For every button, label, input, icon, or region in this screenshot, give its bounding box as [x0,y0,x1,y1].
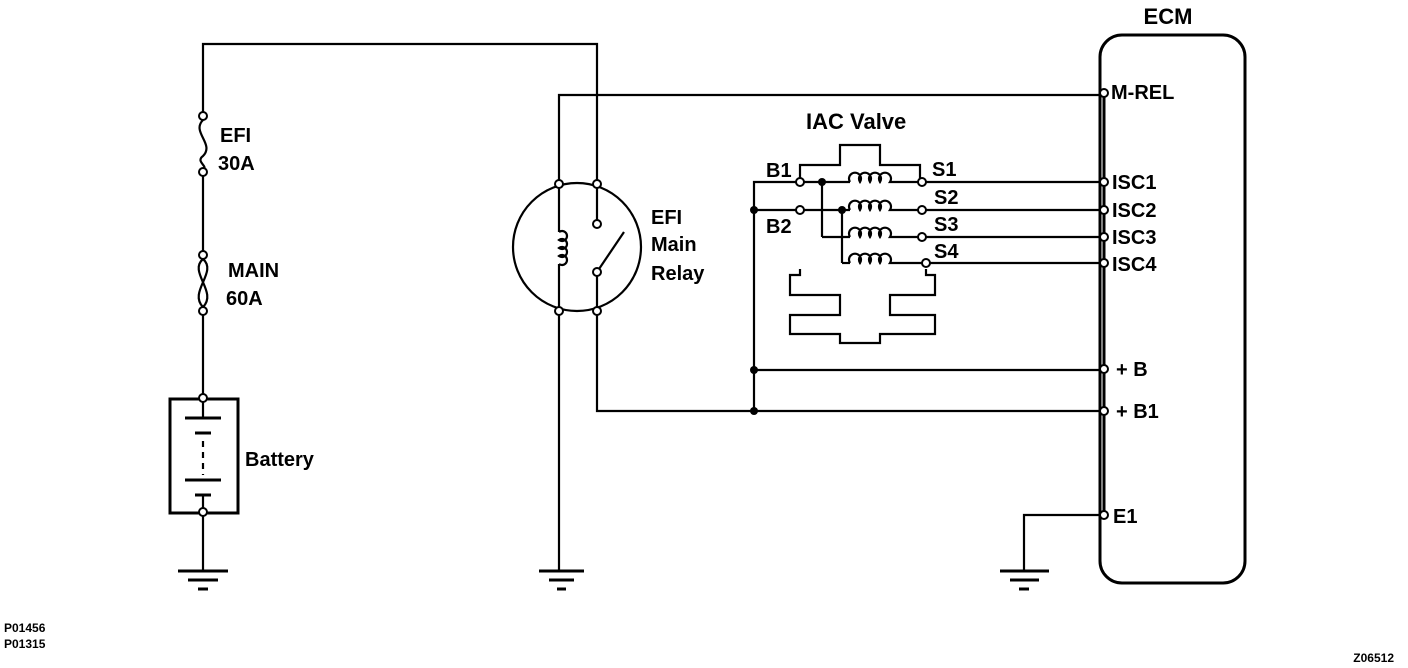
reference-code-left-1: P01456 [4,621,46,635]
relay-label-line1: EFI [651,207,682,229]
reference-code-left-2: P01315 [4,637,46,651]
ecm-terminal-isc4 [1099,258,1109,268]
wire-m-rel [557,93,1100,180]
iac-coil-4-icon [847,252,922,265]
supply-wire [201,42,599,183]
iac-terminal-s4 [921,258,931,268]
relay-switch-contact [592,219,602,229]
iac-housing-top [798,143,922,178]
efi-fuse-terminal-bottom [198,167,208,177]
iac-terminal-s1 [917,177,927,187]
iac-housing-bottom [788,269,937,345]
relay-coil-icon [557,229,569,267]
ecm-terminal-isc1 [1099,177,1109,187]
iac-terminal-b2 [795,205,805,215]
ecm-title: ECM [1144,4,1193,29]
relay-terminal-4 [592,306,602,316]
ecm-pin-plus-b1-label: + B1 [1116,401,1159,423]
e1-ground-circuit [1000,510,1109,591]
iac-coil-2-icon [847,199,920,212]
iac-terminal-s2 [917,205,927,215]
supply-circuit: EFI 30A MAIN 60A Battery [168,42,599,591]
iac-coil-3-icon [847,226,920,239]
ecm-terminal-plus-b1 [1099,406,1109,416]
relay-label-line3: Relay [651,263,705,285]
battery-label: Battery [245,449,315,471]
iac-coil-1-icon [847,171,920,184]
efi-fuse-symbol [198,119,208,171]
relay-terminal-3 [554,306,564,316]
iac-terminal-b1 [795,177,805,187]
ecm-pin-isc4-label: ISC4 [1112,254,1157,276]
main-fuse-name: MAIN [228,260,279,282]
efi-fuse-terminal-top [198,111,208,121]
relay-body [511,181,643,313]
ecm-pin-m-rel-label: M-REL [1111,82,1174,104]
wire-e1 [1022,513,1100,570]
iac-valve: IAC Valve B1 B2 S1 S2 S3 S4 [766,109,1109,345]
main-fuse-rating: 60A [226,288,263,310]
efi-main-relay: EFI Main Relay [511,88,1109,591]
main-fuse-symbol [197,258,209,308]
power-distribution [750,180,1109,416]
battery-terminal-negative [198,507,208,517]
reference-code-right: Z06512 [1353,651,1394,665]
iac-valve-title: IAC Valve [806,109,906,134]
ecm-pin-e1-label: E1 [1113,506,1137,528]
iac-junction-b1 [818,178,826,186]
relay-switch-arm [598,231,625,270]
ecm-unit: ECM M-REL ISC1 ISC2 ISC3 ISC4 + B + B1 E… [1098,4,1247,585]
efi-fuse-rating: 30A [218,153,255,175]
iac-label-s1: S1 [932,159,956,181]
iac-label-s3: S3 [934,214,958,236]
battery-terminal-positive [198,393,208,403]
ecm-terminal-isc2 [1099,205,1109,215]
ecm-pin-plus-b-label: + B [1116,359,1148,381]
ecm-pin-isc3-label: ISC3 [1112,227,1156,249]
ecm-terminal-m-rel [1099,88,1109,98]
iac-terminal-s3 [917,232,927,242]
ecm-pin-isc2-label: ISC2 [1112,200,1156,222]
ecm-terminal-plus-b [1099,364,1109,374]
iac-junction-b2 [838,206,846,214]
junction-dot-plus-b [750,366,758,374]
main-fuse-terminal-top [198,250,208,260]
iac-label-b2: B2 [766,216,792,238]
main-fuse-terminal-bottom [198,306,208,316]
wire-b-bus-upper [752,180,800,411]
relay-switch-pivot [592,267,602,277]
relay-terminal-2 [592,179,602,189]
junction-dot-plus-b1 [750,407,758,415]
efi-fuse-name: EFI [220,125,251,147]
ground-icon-battery [178,569,228,591]
ground-icon-relay [539,569,584,591]
iac-label-b1: B1 [766,160,792,182]
wire-plus-b1 [595,315,1100,413]
iac-label-s2: S2 [934,187,958,209]
ecm-pin-isc1-label: ISC1 [1112,172,1156,194]
ecm-terminal-isc3 [1099,232,1109,242]
ecm-box [1098,33,1247,585]
relay-terminal-1 [554,179,564,189]
junction-dot-b2 [750,206,758,214]
iac-label-s4: S4 [934,241,959,263]
ecm-terminal-e1 [1099,510,1109,520]
ground-icon-ecm [1000,569,1049,591]
relay-label-line2: Main [651,234,697,256]
